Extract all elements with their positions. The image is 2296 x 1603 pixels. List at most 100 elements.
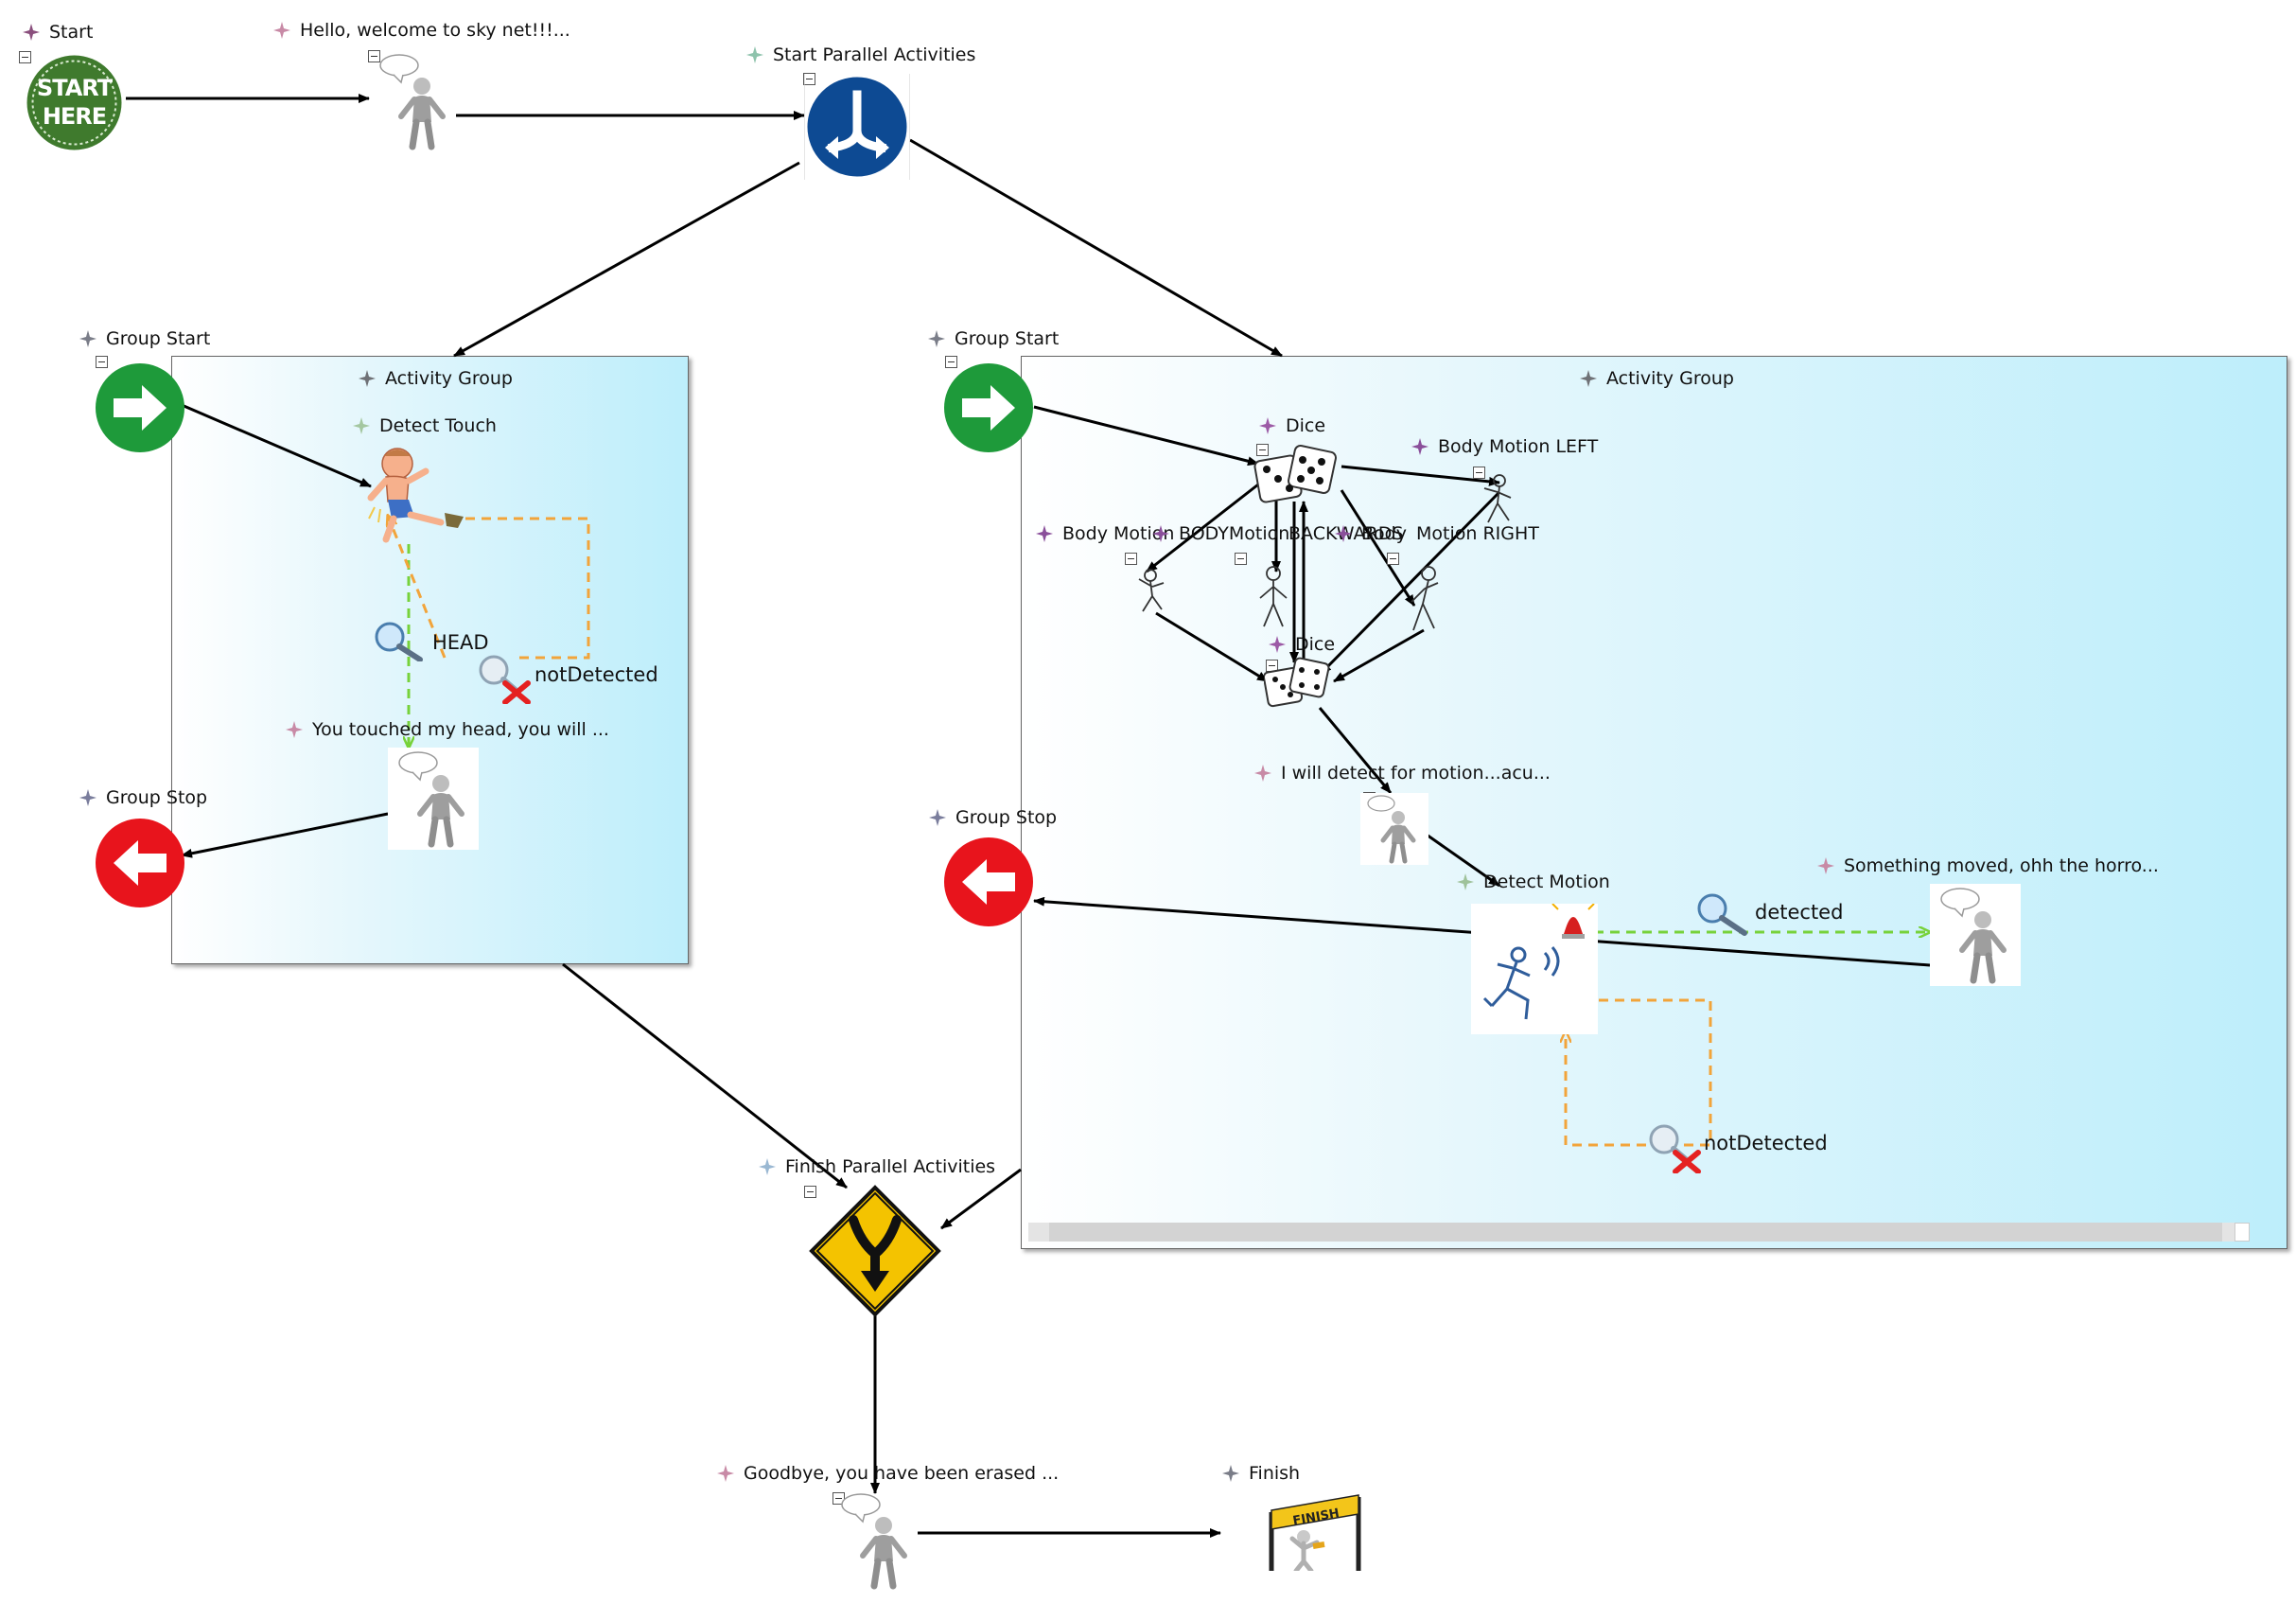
motion-diamond-icon (1152, 525, 1169, 542)
dancing-figure-icon (1483, 474, 1512, 523)
talking-person-icon (398, 751, 464, 848)
motion-detected-icon-node[interactable] (1693, 891, 1750, 937)
right-group-start-node[interactable] (943, 362, 1034, 453)
start-node[interactable]: START HERE (26, 54, 123, 151)
dice-bottom-node[interactable] (1262, 657, 1330, 710)
group-start-diamond-icon (79, 330, 96, 347)
welcome-collapse-button[interactable] (368, 50, 380, 62)
group-diamond-icon (359, 370, 376, 387)
left-group-start-label: Group Start (79, 328, 210, 349)
motion-back-node[interactable] (1254, 564, 1292, 630)
dice-icon (1253, 445, 1337, 503)
left-group-start-collapse[interactable] (96, 356, 108, 368)
edge-dice-right (1340, 489, 1416, 607)
edge-dice-left (1341, 465, 1500, 486)
dancing-figure-icon (1138, 569, 1165, 612)
edge-say-detect (1423, 831, 1500, 888)
head-detected-icon-node[interactable] (371, 620, 426, 662)
talking-person-icon (1940, 888, 2007, 984)
start-badge-text-2: HERE (42, 103, 107, 130)
right-arrow-icon (944, 363, 1033, 452)
finish-node[interactable]: FINISH (1266, 1486, 1364, 1574)
start-here-badge-icon (26, 55, 122, 150)
motion-right-node[interactable] (1406, 564, 1444, 634)
edge-say-stop-left (181, 812, 389, 858)
motion-right-label: Motion RIGHT (1416, 523, 1539, 544)
motion-diamond-icon (1036, 525, 1053, 542)
join-node-diamond-icon (759, 1158, 776, 1175)
join-node[interactable] (808, 1184, 942, 1318)
dice-diamond-icon (1269, 636, 1286, 653)
activity-group-left[interactable] (171, 356, 689, 964)
welcome-say-node[interactable] (378, 54, 456, 152)
motion-left-label: Body Motion LEFT (1411, 436, 1598, 457)
right-arrow-icon (96, 363, 184, 452)
motion-back-collapse[interactable] (1235, 553, 1247, 565)
touched-say-node[interactable] (388, 748, 479, 850)
right-group-start-collapse[interactable] (945, 356, 957, 368)
sensor-diamond-icon (1457, 873, 1474, 890)
motion-diamond-icon (1411, 438, 1428, 455)
right-group-start-label: Group Start (928, 328, 1059, 349)
right-group-stop-label: Group Stop (929, 807, 1057, 828)
edge-fork-left-group (453, 161, 800, 358)
motion-backleft-node[interactable] (1135, 568, 1169, 615)
group-diamond-icon (1580, 370, 1597, 387)
detect-say-node[interactable] (1360, 793, 1428, 865)
talking-person-icon (1367, 795, 1416, 864)
fork-node[interactable] (803, 74, 911, 180)
edge-dice-backleft (1146, 483, 1259, 573)
edge-head-back-touch (388, 516, 447, 659)
left-group-title: Activity Group (359, 368, 513, 389)
right-group-stop-node[interactable] (943, 837, 1034, 927)
edge-notdetected-back-motion (1566, 1031, 1646, 1147)
walking-figure-icon (1411, 566, 1439, 631)
start-node-diamond-icon (23, 24, 40, 41)
dice-top-node[interactable] (1253, 445, 1341, 505)
motion-left-collapse[interactable] (1473, 467, 1485, 479)
edge-motion1-dice2 (1155, 611, 1269, 683)
magnifier-icon (1697, 893, 1747, 936)
detect-touch-label: Detect Touch (353, 415, 497, 436)
edge-left-dice2 (1319, 490, 1501, 676)
left-group-stop-label: Group Stop (79, 787, 207, 808)
talking-person-icon (379, 54, 446, 150)
dice-diamond-icon (1259, 417, 1276, 434)
motion-left-node[interactable] (1479, 473, 1516, 528)
edge-motion-notdetected-loop (1599, 998, 1712, 1147)
motion-sensor-runner-icon (1482, 903, 1595, 1020)
group-stop-diamond-icon (79, 789, 96, 806)
motion-backleft-collapse[interactable] (1125, 553, 1137, 565)
group-start-diamond-icon (928, 330, 945, 347)
left-group-start-node[interactable] (95, 362, 185, 453)
motion-notdetected-icon-node[interactable] (1643, 1120, 1702, 1174)
goodbye-collapse-button[interactable] (833, 1492, 845, 1505)
something-moved-node[interactable] (1930, 884, 2021, 986)
join-collapse-button[interactable] (804, 1186, 816, 1198)
join-label: Finish Parallel Activities (759, 1156, 995, 1177)
motion-overlap-label-2: BODYMotion (1152, 523, 1289, 544)
touch-notdetected-icon-node[interactable] (473, 651, 532, 705)
scrollbar-end-box (2235, 1223, 2250, 1242)
dice-top-collapse[interactable] (1256, 444, 1269, 456)
group-horizontal-scrollbar[interactable] (1028, 1223, 2249, 1242)
left-group-stop-node[interactable] (95, 818, 185, 908)
scrollbar-thumb[interactable] (1049, 1223, 2222, 1242)
detect-touch-node[interactable] (365, 443, 477, 545)
edge-touch-notdetected-loop (449, 517, 590, 660)
motion-detected-label: detected (1755, 901, 1844, 924)
fork-node-diamond-icon (746, 46, 763, 63)
start-collapse-button[interactable] (19, 51, 31, 63)
finish-line-icon: FINISH (1269, 1494, 1361, 1574)
standing-figure-icon (1259, 566, 1288, 627)
magnifier-not-found-icon (479, 655, 531, 705)
goodbye-say-node[interactable] (838, 1493, 918, 1592)
touch-notdetected-label: notDetected (535, 663, 658, 686)
say-node-diamond-icon (1817, 857, 1834, 874)
detect-motion-node[interactable] (1471, 903, 1598, 1034)
edge-right-group-join (940, 1168, 1022, 1230)
motion-right-collapse[interactable] (1387, 553, 1399, 565)
edge-right-dice2 (1333, 628, 1425, 683)
